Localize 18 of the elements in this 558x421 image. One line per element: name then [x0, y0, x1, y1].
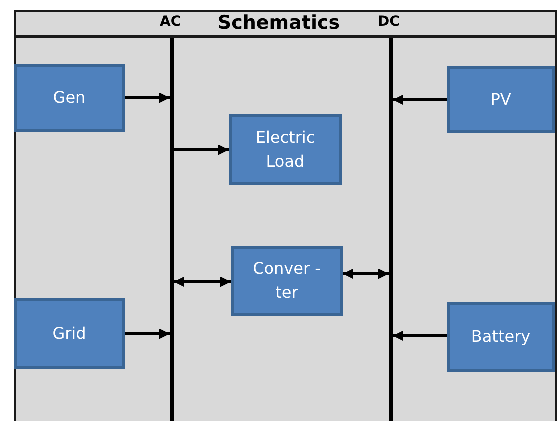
component-box: PV — [447, 66, 555, 133]
component-box: Electric Load — [229, 114, 342, 185]
arrow — [125, 92, 170, 104]
arrow — [174, 276, 231, 288]
bus-label: AC — [160, 13, 182, 31]
bus-label: DC — [378, 13, 400, 31]
arrow — [343, 268, 389, 280]
title: Schematics — [218, 11, 340, 35]
component-box: Conver -ter — [231, 246, 343, 316]
arrow — [393, 94, 447, 106]
component-box: Grid — [14, 298, 125, 369]
bus-bar — [389, 38, 393, 421]
arrow — [125, 328, 170, 340]
component-box: Battery — [447, 302, 555, 372]
arrow — [174, 144, 229, 156]
bus-bar — [170, 38, 174, 421]
arrow — [393, 330, 447, 342]
component-box: Gen — [14, 64, 125, 132]
